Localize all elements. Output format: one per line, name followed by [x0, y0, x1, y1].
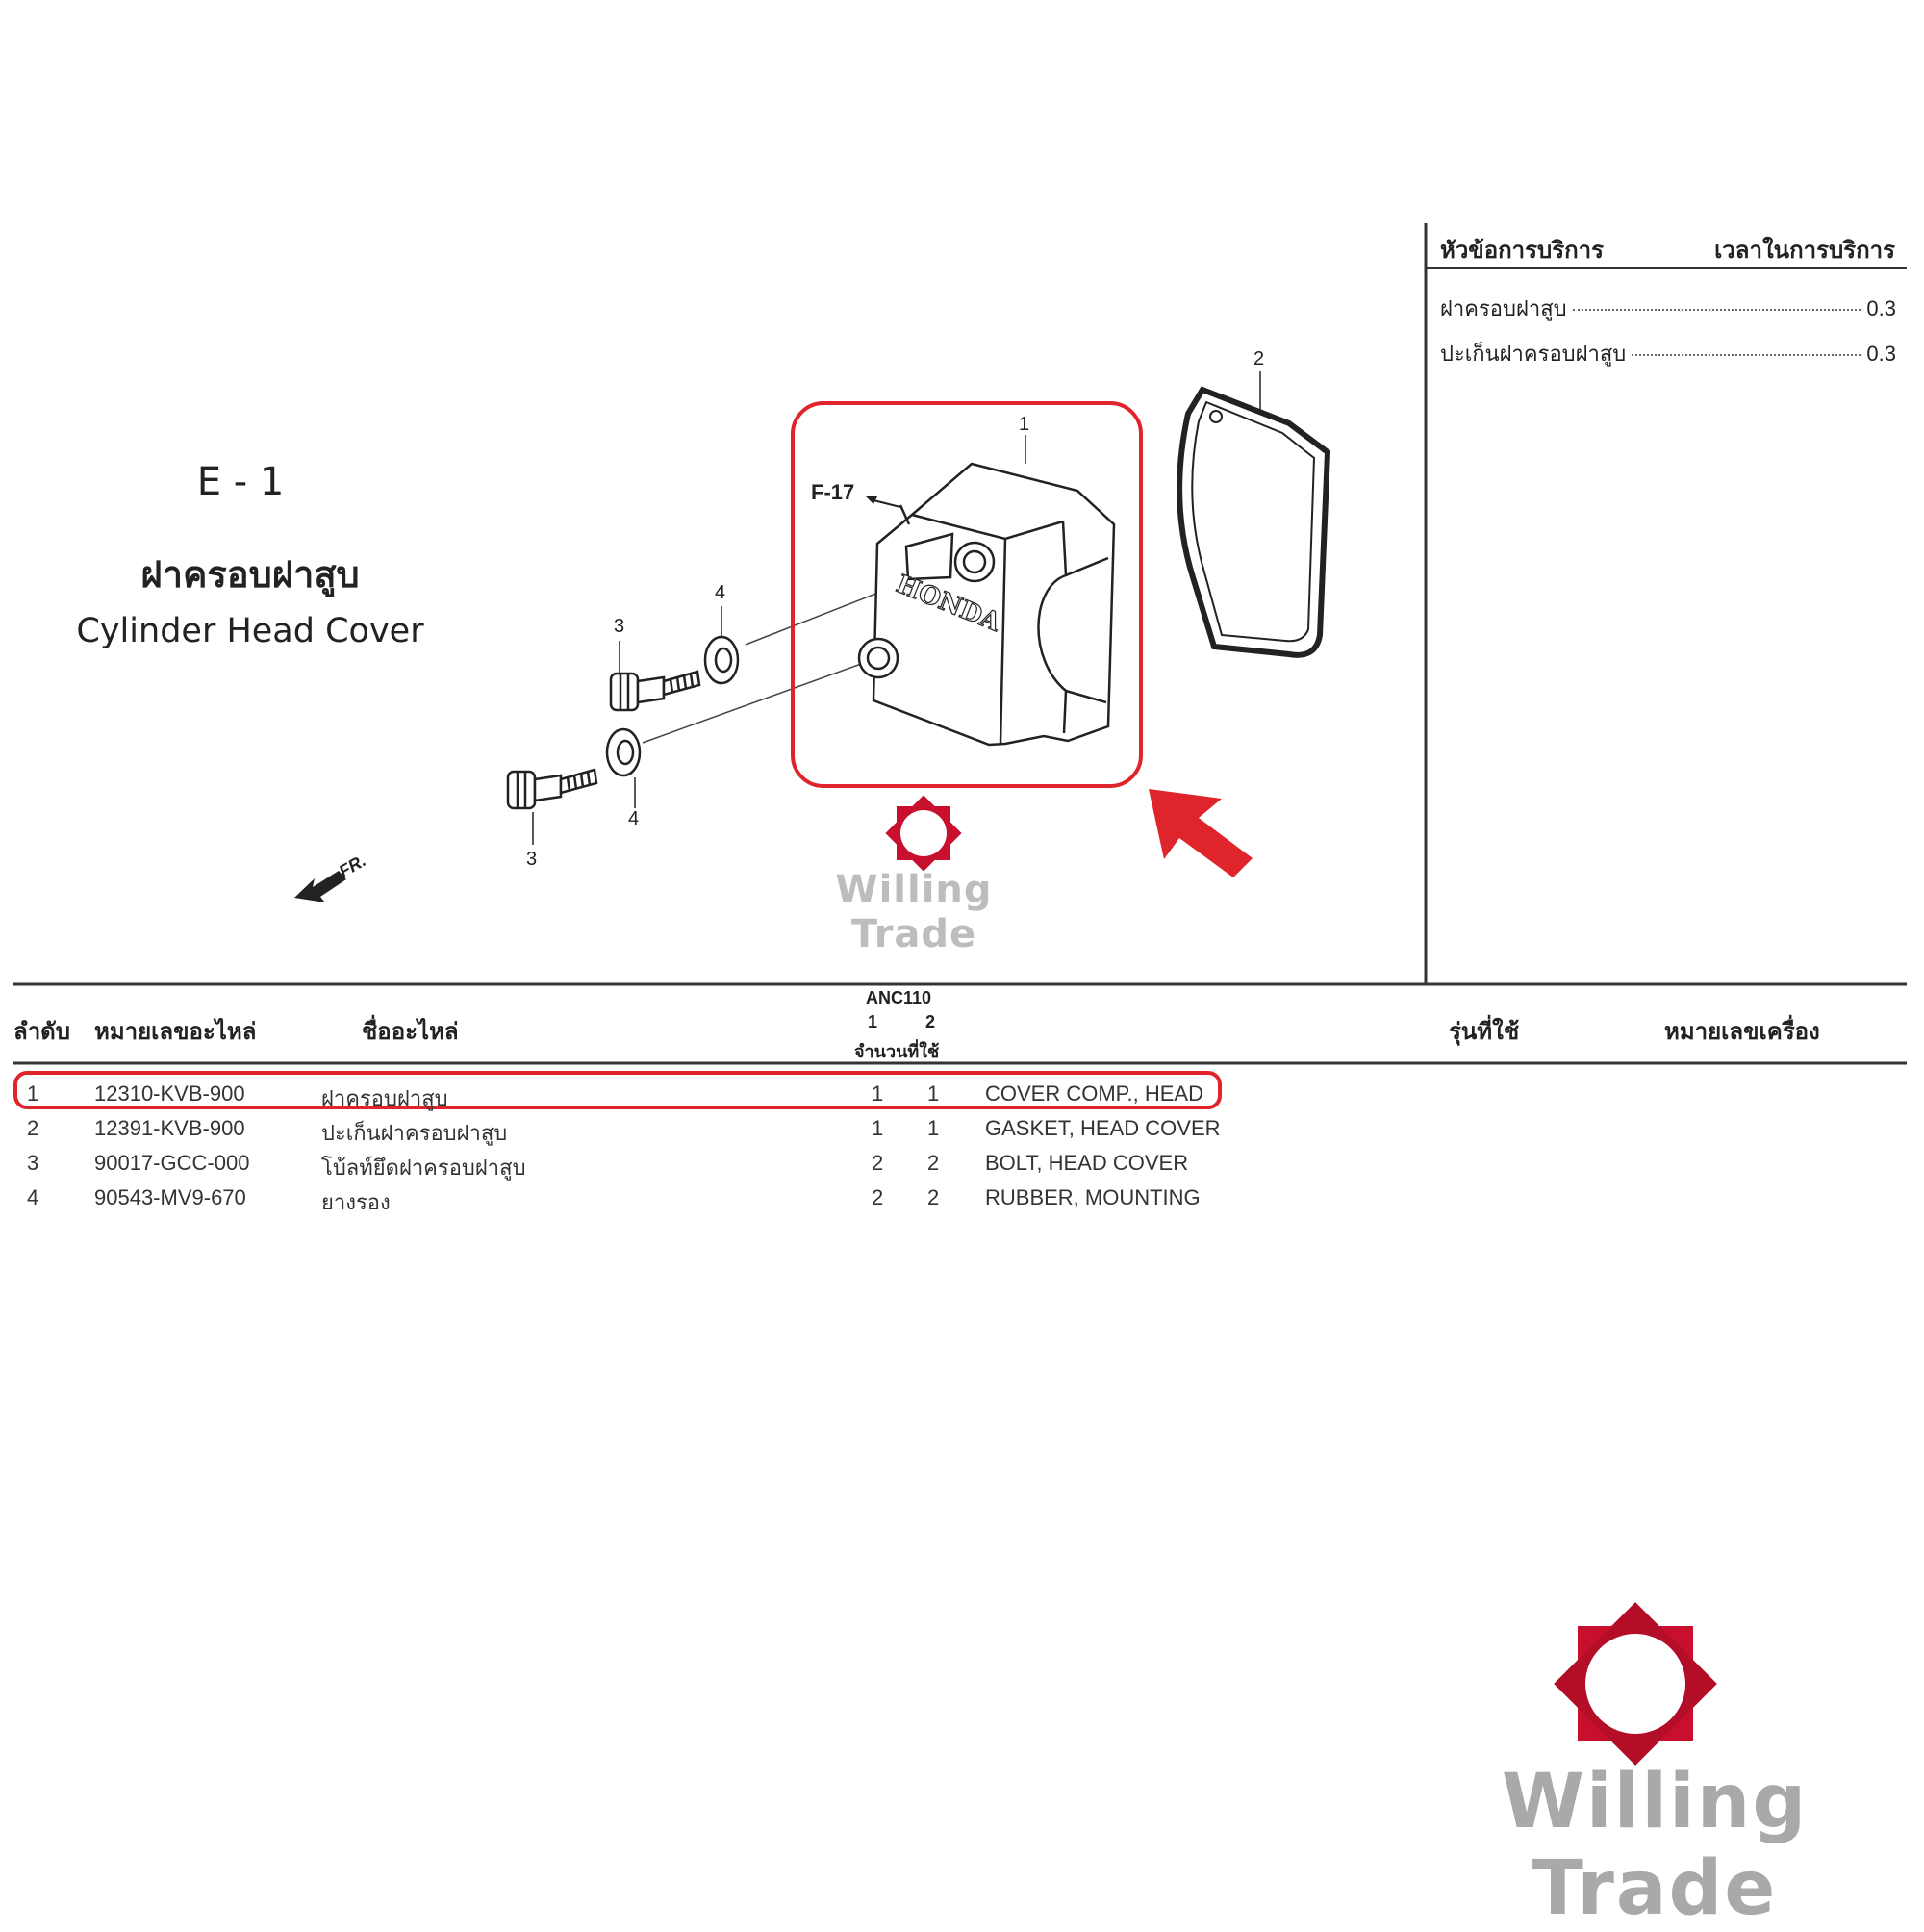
watermark-text-small: Willing Trade	[835, 868, 993, 956]
gasket-drawing	[1177, 386, 1331, 658]
row-qty-1: 2	[872, 1151, 884, 1175]
row-number: 2	[27, 1116, 39, 1140]
row-qty-1: 1	[872, 1116, 884, 1140]
service-row: ฝาครอบฝาสูบ 0.3	[1440, 292, 1896, 324]
header-part-name: ชื่ออะไหล่	[362, 1018, 459, 1045]
callout-4-lower: 4	[628, 808, 640, 829]
table-row: 1 12310-KVB-900 ฝาครอบฝาสูบ 1 1 COVER CO…	[13, 1081, 1226, 1114]
rubber-mounting-upper	[703, 635, 740, 685]
section-title-thai: ฝาครอบฝาสูบ	[140, 553, 360, 596]
row-name-thai: ฝาครอบฝาสูบ	[321, 1086, 448, 1110]
header-no: ลำดับ	[13, 1018, 71, 1045]
dot-leader	[1632, 354, 1861, 356]
row-name-thai: ปะเก็นฝาครอบฝาสูบ	[321, 1121, 508, 1145]
dot-leader	[1572, 309, 1861, 311]
head-cover-drawing	[857, 462, 1116, 747]
diagram-highlight-box	[791, 401, 1143, 788]
header-part-no: หมายเลขอะไหล่	[94, 1018, 257, 1045]
table-row-highlight	[13, 1071, 1222, 1109]
highlight-arrow	[1149, 789, 1253, 877]
service-row-time: 0.3	[1866, 296, 1896, 320]
watermark-text-large: Willing Trade	[1501, 1759, 1809, 1932]
header-used-model: รุ่นที่ใช้	[1449, 1018, 1520, 1045]
row-qty-1: 1	[872, 1081, 884, 1106]
row-number: 4	[27, 1185, 39, 1209]
row-name-thai: ยางรอง	[321, 1190, 391, 1214]
row-name-english: RUBBER, MOUNTING	[985, 1185, 1201, 1209]
row-name-english: COVER COMP., HEAD	[985, 1081, 1203, 1106]
table-row: 4 90543-MV9-670 ยางรอง 2 2 RUBBER, MOUNT…	[13, 1185, 1226, 1218]
bolt-lower-drawing	[506, 768, 598, 810]
header-qty-col-2: 2	[925, 1012, 936, 1031]
row-name-thai: โบ้ลท์ยึดฝาครอบฝาสูบ	[321, 1156, 526, 1180]
header-qty-col-1: 1	[868, 1012, 878, 1031]
callout-2: 2	[1253, 348, 1265, 369]
service-header-time: เวลาในการบริการ	[1714, 237, 1895, 264]
header-model: ANC110	[866, 988, 932, 1007]
row-name-english: BOLT, HEAD COVER	[985, 1151, 1189, 1175]
row-part-number: 12310-KVB-900	[94, 1081, 245, 1106]
row-qty-2: 2	[927, 1185, 940, 1209]
service-row-label: ฝาครอบฝาสูบ	[1440, 296, 1567, 320]
row-number: 3	[27, 1151, 39, 1175]
row-part-number: 90543-MV9-670	[94, 1185, 246, 1209]
row-qty-2: 2	[927, 1151, 940, 1175]
callout-3-upper: 3	[614, 616, 625, 637]
service-header-item: หัวข้อการบริการ	[1440, 237, 1605, 264]
row-qty-2: 1	[927, 1116, 940, 1140]
row-qty-2: 1	[927, 1081, 940, 1106]
table-row: 2 12391-KVB-900 ปะเก็นฝาครอบฝาสูบ 1 1 GA…	[13, 1116, 1226, 1149]
front-direction-arrow	[294, 871, 346, 902]
callout-4-upper: 4	[715, 582, 726, 603]
header-qty-label: จำนวนที่ใช้	[854, 1042, 940, 1061]
leader-line-lower	[642, 663, 862, 744]
row-name-english: GASKET, HEAD COVER	[985, 1116, 1221, 1140]
header-engine-no: หมายเลขเครื่อง	[1664, 1018, 1820, 1045]
reference-label: F-17	[811, 480, 855, 504]
service-row-label: ปะเก็นฝาครอบฝาสูบ	[1440, 342, 1627, 366]
table-row: 3 90017-GCC-000 โบ้ลท์ยึดฝาครอบฝาสูบ 2 2…	[13, 1151, 1226, 1183]
row-part-number: 90017-GCC-000	[94, 1151, 250, 1175]
section-title-english: Cylinder Head Cover	[76, 612, 424, 650]
service-row: ปะเก็นฝาครอบฝาสูบ 0.3	[1440, 337, 1896, 369]
row-part-number: 12391-KVB-900	[94, 1116, 245, 1140]
row-number: 1	[27, 1081, 39, 1106]
row-qty-1: 2	[872, 1185, 884, 1209]
section-code: E - 1	[196, 460, 285, 504]
bolt-upper-drawing	[609, 670, 701, 712]
callout-1: 1	[1019, 414, 1030, 435]
callout-3-lower: 3	[526, 849, 538, 870]
rubber-mounting-lower	[605, 727, 642, 777]
service-row-time: 0.3	[1866, 342, 1896, 366]
